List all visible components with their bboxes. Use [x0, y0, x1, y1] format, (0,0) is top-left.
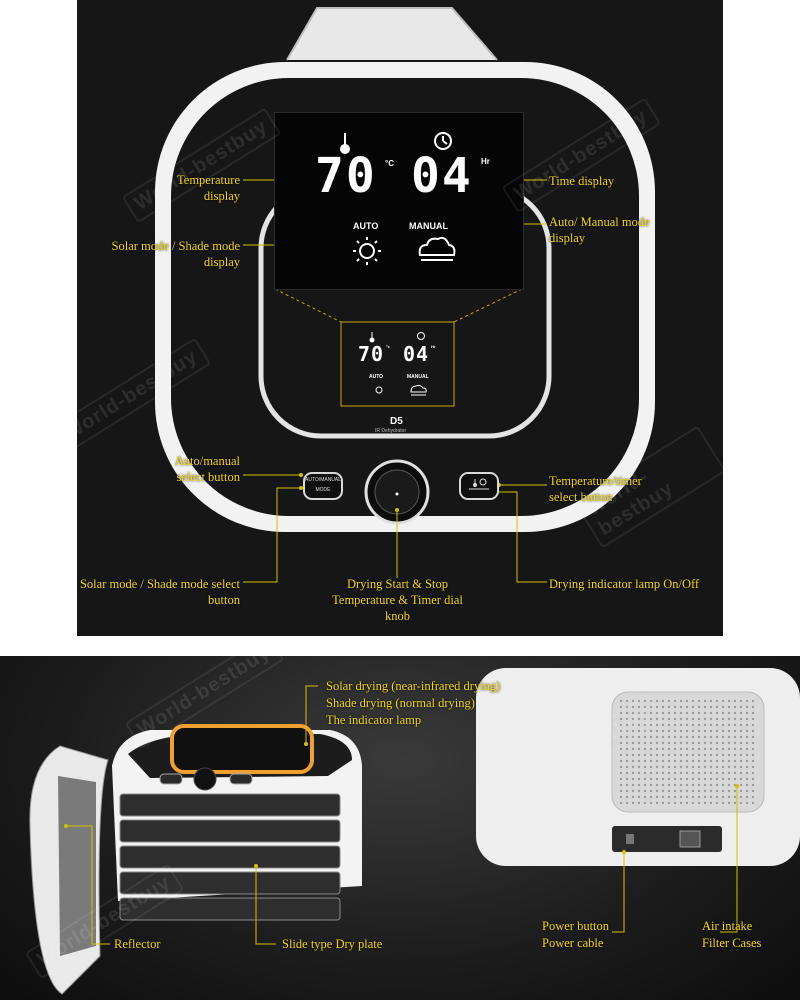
callout-power-cable: Power cable	[542, 936, 604, 950]
time-unit: Hr	[481, 157, 490, 166]
time-value: 04	[411, 148, 473, 204]
callout-drying-mode-2: Shade drying (normal drying)	[326, 696, 475, 710]
device-outline	[155, 7, 655, 583]
clock-icon	[434, 132, 452, 150]
callout-time-display: Time display	[549, 174, 615, 188]
small-cloud-icon	[410, 384, 427, 393]
cloud-icon	[418, 236, 456, 261]
device-display: 70 °c 04 Hr AUTO MANUAL	[341, 322, 454, 406]
small-clock-icon	[417, 332, 425, 340]
callout-dial-knob: Drying Start & Stop Temperature & Timer …	[332, 577, 463, 623]
product-illustration	[29, 668, 800, 995]
callout-temperature-display: Temperature display	[177, 173, 240, 203]
callout-solar-shade-display: Solar mode / Shade mode display	[111, 239, 240, 269]
auto-manual-button-label: AUTO/MANUAL	[305, 477, 342, 483]
small-manual-label: MANUAL	[407, 374, 429, 380]
small-time-unit: Hr	[431, 344, 436, 349]
callout-auto-manual-button: Auto/manual select button	[174, 454, 240, 484]
callout-filter-cases: Filter Cases	[702, 936, 762, 950]
callout-reflector: Reflector	[114, 937, 161, 951]
mode-button-label: MODE	[315, 487, 331, 493]
lcd-zoom-display: 70 °C 04 Hr AUTO MANUAL	[274, 112, 524, 290]
callout-indicator-lamp: Drying indicator lamp On/Off	[549, 577, 700, 591]
button-clock-icon	[479, 478, 487, 486]
manual-label: MANUAL	[409, 221, 448, 231]
callout-auto-manual-display: Auto/ Manual mode display	[549, 215, 650, 245]
thermometer-icon	[340, 133, 350, 154]
temperature-unit: °C	[385, 159, 394, 168]
model-name: D5	[390, 416, 403, 427]
callout-air-intake: Air intake	[702, 919, 753, 933]
callout-solar-shade-button: Solar mode / Shade mode select button	[79, 577, 240, 607]
small-sun-icon	[375, 386, 383, 394]
callout-drying-mode-1: Solar drying (near-infrared drying)	[326, 679, 501, 693]
small-temperature-unit: °c	[386, 344, 390, 349]
control-panel-diagram: 70 °C 04 Hr AUTO MANUAL 70 °c 04 Hr AUTO…	[77, 0, 723, 636]
auto-manual-mode-button[interactable]: AUTO/MANUAL MODE	[303, 472, 343, 500]
callout-temp-timer-button: Temperature/timer select button	[549, 474, 642, 504]
callout-drying-mode-3: The indicator lamp	[326, 713, 422, 727]
model-subtitle: IR Dehydrator	[375, 428, 407, 434]
sun-icon	[353, 237, 381, 265]
temperature-timer-button[interactable]	[459, 472, 499, 500]
temperature-value: 70	[315, 148, 377, 204]
auto-label: AUTO	[353, 221, 379, 231]
product-photo-panel: World-bestbuy World-bestbuy World-bestbu…	[0, 656, 800, 1000]
small-auto-label: AUTO	[369, 374, 384, 380]
callout-dry-plate: Slide type Dry plate	[282, 937, 383, 951]
small-temperature-value: 70	[358, 342, 385, 366]
callout-power-button: Power button	[542, 919, 610, 933]
small-time-value: 04	[403, 342, 430, 366]
